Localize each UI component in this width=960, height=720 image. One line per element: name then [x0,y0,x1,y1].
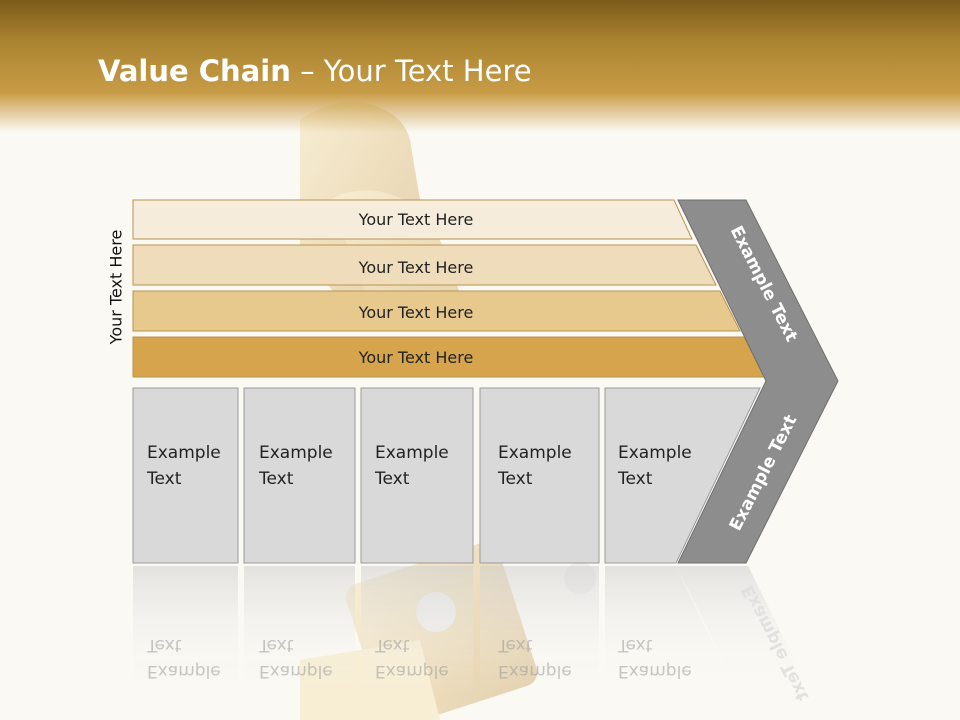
boxes-reflection [133,566,810,696]
activity-box-2 [243,387,356,564]
activity-box-1 [132,387,239,564]
band-2-label: Your Text Here [358,258,474,277]
activity-box-3 [360,387,474,564]
band-3 [132,290,741,332]
band-1-label: Your Text Here [358,210,474,229]
band-1 [132,199,693,240]
activity-box-5 [604,387,761,564]
band-4-label: Your Text Here [358,348,474,367]
margin-chevron [677,199,839,564]
activity-box-4 [479,387,600,564]
band-2 [132,244,717,286]
band-3-label: Your Text Here [358,303,474,322]
header-bar [0,0,960,132]
page-title: Value Chain – Your Text Here [98,54,532,88]
